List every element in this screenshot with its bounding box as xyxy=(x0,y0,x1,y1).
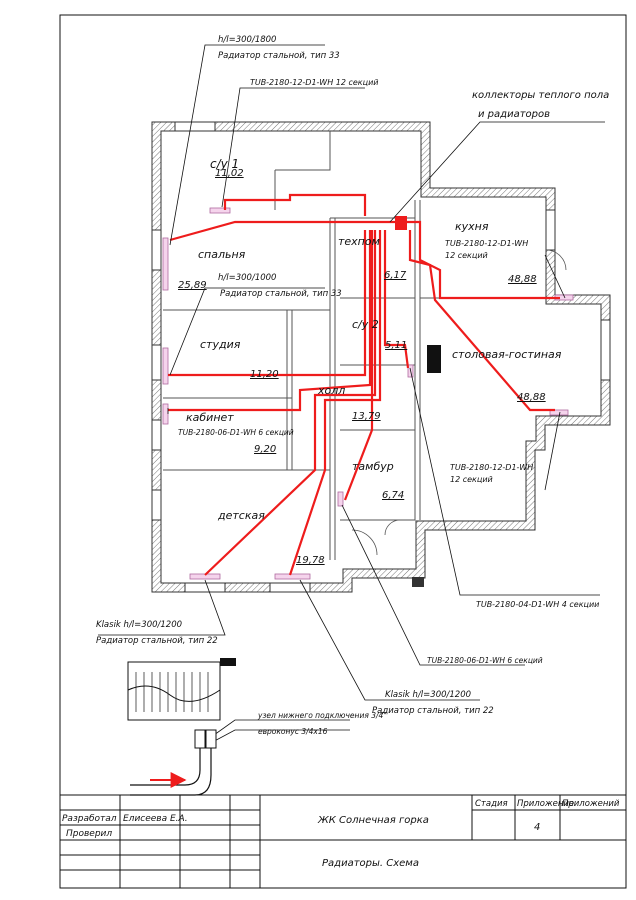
windows xyxy=(151,121,611,593)
callout-bedroom-type: Радиатор стальной, тип 33 xyxy=(220,289,342,299)
room-su2: с/у 2 xyxy=(352,318,379,331)
radiator-cabinet xyxy=(162,403,169,425)
bottom-connection-valves xyxy=(194,729,217,749)
outer-walls xyxy=(151,121,611,593)
room-bedroom-area: 25,89 xyxy=(178,280,207,291)
callout-node: узел нижнего подключения 3/4" xyxy=(257,711,387,720)
pipe-kitchen xyxy=(405,220,560,300)
radiator-vestibule xyxy=(337,491,344,507)
pipe-kids-right xyxy=(288,230,382,576)
pipe-vestibule xyxy=(343,230,374,501)
callout-kitchen-tub-1: TUB-2180-12-D1-WH xyxy=(445,239,528,248)
entrance-post xyxy=(412,577,424,587)
room-technical: техпом xyxy=(338,235,380,248)
callout-living-tub-1: TUB-2180-12-D1-WH xyxy=(450,463,533,472)
checked-label: Проверил xyxy=(66,829,112,839)
callout-klasik-left-hl: Klasik h/l=300/1200 xyxy=(96,620,182,630)
room-hall: холл xyxy=(317,384,345,397)
pipe-living xyxy=(408,230,555,412)
room-vestibule-area: 6,74 xyxy=(382,490,404,501)
pipe-su1 xyxy=(223,193,367,216)
room-kids-area: 19,78 xyxy=(296,555,325,566)
room-living: столовая-гостиная xyxy=(452,348,562,361)
callout-su1-type: Радиатор стальной, тип 33 xyxy=(218,51,340,61)
radiator-bedroom xyxy=(162,237,169,291)
callout-kitchen-tub-2: 12 секций xyxy=(445,251,488,260)
room-su1-area: 11,02 xyxy=(215,168,244,179)
heating-pipes xyxy=(168,193,560,576)
room-vestibule: тамбур xyxy=(352,460,394,473)
radiator-studio xyxy=(162,347,169,385)
appendices-label: Приложений xyxy=(562,799,620,809)
radiator-detail xyxy=(127,658,236,796)
room-cabinet: кабинет xyxy=(186,411,234,424)
room-cabinet-area: 9,20 xyxy=(254,444,276,455)
room-labels: с/у 1 11,02 спальня 25,89 техпом 6,17 ку… xyxy=(178,157,562,566)
callout-su1-hl: h/l=300/1800 xyxy=(218,35,276,45)
callout-eurocone: евроконус 3/4х16 xyxy=(258,727,328,736)
room-technical-area: 6,17 xyxy=(384,270,407,281)
callout-su2-tub: TUB-2180-04-D1-WH 4 секции xyxy=(476,600,599,609)
pipe-bedroom xyxy=(169,220,395,242)
room-su1: с/у 1 xyxy=(210,157,239,171)
pipe-studio xyxy=(168,230,367,377)
room-su2-area: 5,11 xyxy=(385,340,407,351)
room-bedroom: спальня xyxy=(198,248,246,261)
radiator-su1 xyxy=(209,207,231,214)
appendix-value: 4 xyxy=(534,822,540,833)
room-studio-area: 11,20 xyxy=(250,369,279,380)
room-kitchen: кухня xyxy=(455,220,489,233)
title-block: Разработал Елисеева Е.А. Проверил ЖК Сол… xyxy=(60,794,626,888)
collectors-label-1: коллекторы теплого пола xyxy=(472,90,609,101)
room-hall-area: 13,79 xyxy=(352,411,381,422)
callout-klasik-left-type: Радиатор стальной, тип 22 xyxy=(96,636,218,646)
door-swings xyxy=(351,249,567,556)
callouts: h/l=300/1800 Радиатор стальной, тип 33 T… xyxy=(96,35,609,736)
pipe-cabinet xyxy=(168,230,372,412)
room-kids: детская xyxy=(217,509,265,522)
stage-label: Стадия xyxy=(475,799,508,809)
collectors-label-2: и радиаторов xyxy=(478,109,550,120)
project-name: ЖК Солнечная горка xyxy=(317,815,429,826)
radiator-kids-right xyxy=(274,573,311,580)
radiator-detail-fins xyxy=(135,672,209,712)
sheet-frame xyxy=(59,14,627,889)
chimney-column xyxy=(427,345,441,373)
callout-living-tub-2: 12 секций xyxy=(450,475,493,484)
collector-manifold xyxy=(395,216,407,230)
pipe-su2 xyxy=(383,230,410,369)
room-kitchen-area: 48,88 xyxy=(508,274,537,285)
radiator-detail-break xyxy=(127,685,221,702)
callout-cabinet-tub: TUB-2180-06-D1-WH 6 секций xyxy=(178,428,294,437)
room-living-area: 48,88 xyxy=(517,392,546,403)
sheet-title: Радиаторы. Схема xyxy=(322,858,419,869)
developer-name: Елисеева Е.А. xyxy=(123,814,188,824)
callout-su1-tub: TUB-2180-12-D1-WH 12 секций xyxy=(250,78,378,87)
callout-klasik-right-type: Радиатор стальной, тип 22 xyxy=(372,706,494,716)
callout-bedroom-hl: h/l=300/1000 xyxy=(218,273,276,283)
leader-lines xyxy=(98,44,605,746)
developed-label: Разработал xyxy=(62,814,117,824)
room-studio: студия xyxy=(200,338,241,351)
callout-klasik-right-hl: Klasik h/l=300/1200 xyxy=(385,690,471,700)
radiator-living xyxy=(549,409,569,416)
radiator-detail-body xyxy=(127,661,221,721)
floor-plan xyxy=(151,121,611,593)
callout-vestibule-tub: TUB-2180-06-D1-WH 6 секций xyxy=(427,656,543,665)
appendix-label: Приложение xyxy=(517,799,574,809)
pipe-kids-left xyxy=(204,230,377,576)
thermostat-head xyxy=(220,658,236,666)
